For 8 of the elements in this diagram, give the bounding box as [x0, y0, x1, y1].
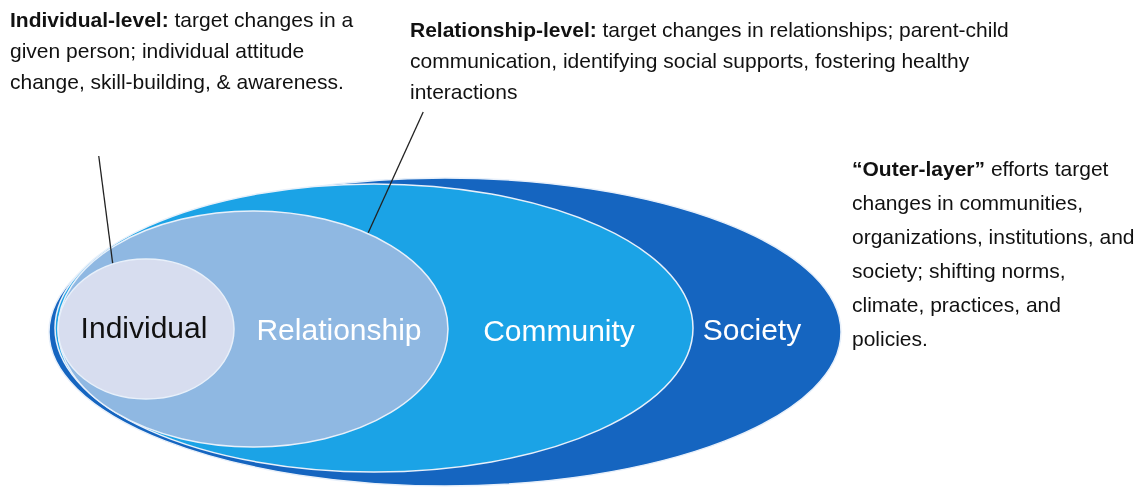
- ellipse-label: Society: [702, 313, 802, 347]
- annotation-text: Relationship-level: target changes in relationships; parent-child communication, identifying social supports, fostering healthy interactions: [410, 17, 1010, 105]
- ellipse-label: Community: [483, 314, 635, 348]
- leader-line: [367, 111, 424, 234]
- annotation-text: “Outer-layer” efforts target changes in communities, organizations, institutions, and society; shifting norms, climate, practices, and policies.: [852, 156, 1136, 352]
- ellipse-label: Individual: [80, 311, 208, 345]
- ellipse-label: Relationship: [256, 313, 422, 347]
- annotation-text: Individual-level: target changes in a given person; individual attitude change, skill-building, & awareness.: [10, 7, 355, 95]
